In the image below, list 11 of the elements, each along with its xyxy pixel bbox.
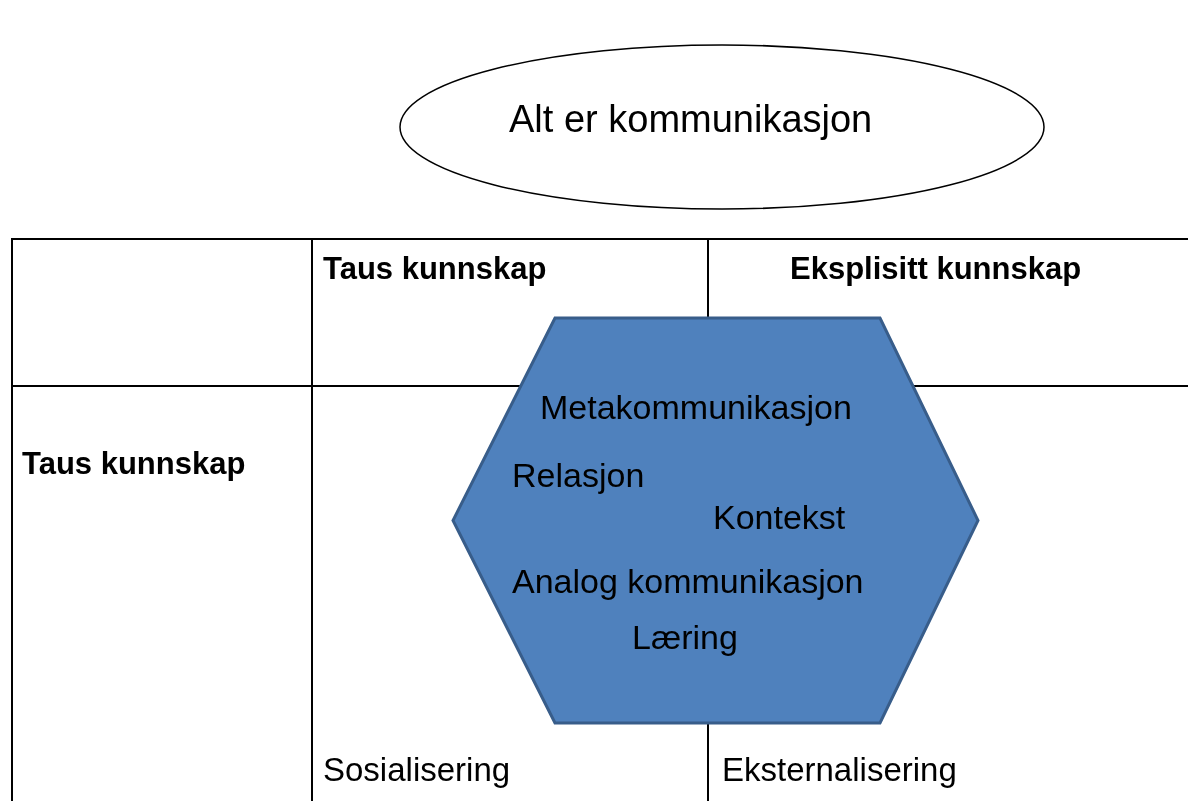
hexagon-text: Læring [632, 619, 738, 657]
hexagon-text: Metakommunikasjon [540, 389, 852, 427]
row-header: Taus kunnskap [22, 447, 246, 482]
ellipse-label: Alt er kommunikasjon [509, 99, 873, 141]
cell-text: Sosialisering [323, 752, 511, 789]
hexagon-text: Analog kommunikasjon [512, 563, 864, 601]
cell-text: Eksternalisering [722, 752, 957, 789]
column-header: Eksplisitt kunnskap [790, 252, 1082, 287]
hexagon-text: Relasjon [512, 457, 645, 495]
hexagon-text: Kontekst [713, 499, 846, 537]
column-header: Taus kunnskap [323, 252, 547, 287]
